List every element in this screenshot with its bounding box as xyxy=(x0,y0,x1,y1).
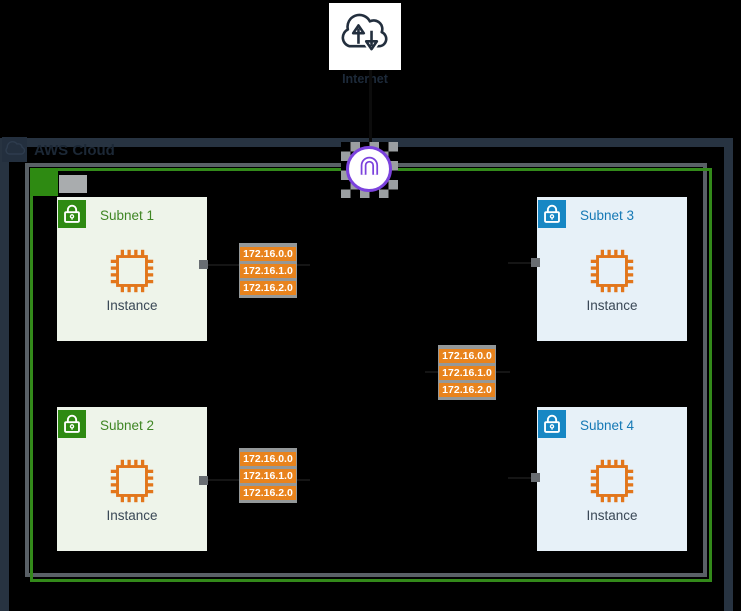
instance-label: Instance xyxy=(106,508,158,523)
subnet-4-box[interactable]: Subnet 4 Instance xyxy=(537,407,687,551)
route-table-1[interactable]: 172.16.0.0 172.16.1.0 172.16.2.0 xyxy=(239,243,297,298)
route-entry: 172.16.1.0 xyxy=(439,366,495,380)
route-entry: 172.16.0.0 xyxy=(439,349,495,363)
private-subnet-lock-icon xyxy=(538,200,566,228)
route-entry: 172.16.0.0 xyxy=(240,452,296,466)
private-subnet-lock-icon xyxy=(58,410,86,438)
gateway-arch-icon xyxy=(352,150,386,189)
connector-line xyxy=(508,262,531,264)
internet-node[interactable] xyxy=(329,3,401,70)
route-table-3[interactable]: 172.16.0.0 172.16.1.0 172.16.2.0 xyxy=(438,345,496,400)
connector-line xyxy=(208,479,240,481)
subnet-1-box[interactable]: Subnet 1 Instance xyxy=(57,197,207,341)
route-entry: 172.16.2.0 xyxy=(240,281,296,295)
subnet-3-box[interactable]: Subnet 3 Instance xyxy=(537,197,687,341)
internet-cloud-arrows-icon xyxy=(334,7,396,66)
connector-line xyxy=(508,477,531,479)
vpc-icon xyxy=(30,168,58,196)
vpc-label-box xyxy=(59,175,87,193)
subnet-2-box[interactable]: Subnet 2 Instance xyxy=(57,407,207,551)
connector-handle[interactable] xyxy=(199,260,208,269)
connector-line xyxy=(208,264,240,266)
connector-line xyxy=(297,264,310,266)
instance-label: Instance xyxy=(106,298,158,313)
instance-label: Instance xyxy=(586,298,638,313)
subnet-name: Subnet 4 xyxy=(580,418,635,433)
subnet-name: Subnet 3 xyxy=(580,208,635,223)
private-subnet-lock-icon xyxy=(538,410,566,438)
connector-handle[interactable] xyxy=(531,473,540,482)
connector-line xyxy=(297,479,310,481)
internet-gateway-node[interactable] xyxy=(346,146,392,192)
internet-gateway-connector xyxy=(369,70,372,148)
connector-line xyxy=(425,371,438,373)
internet-label: Internet xyxy=(342,72,388,86)
connector-handle[interactable] xyxy=(199,476,208,485)
route-entry: 172.16.1.0 xyxy=(240,469,296,483)
route-entry: 172.16.0.0 xyxy=(240,247,296,261)
instance-label: Instance xyxy=(586,508,638,523)
private-subnet-lock-icon xyxy=(58,200,86,228)
connector-handle[interactable] xyxy=(531,258,540,267)
ec2-instance-icon[interactable] xyxy=(585,454,639,513)
aws-cloud-icon xyxy=(2,137,27,162)
ec2-instance-icon[interactable] xyxy=(585,244,639,303)
ec2-instance-icon[interactable] xyxy=(105,454,159,513)
aws-cloud-label: AWS Cloud xyxy=(34,142,115,159)
subnet-name: Subnet 1 xyxy=(100,208,155,223)
route-table-2[interactable]: 172.16.0.0 172.16.1.0 172.16.2.0 xyxy=(239,448,297,503)
ec2-instance-icon[interactable] xyxy=(105,244,159,303)
route-entry: 172.16.2.0 xyxy=(439,383,495,397)
subnet-name: Subnet 2 xyxy=(100,418,155,433)
route-entry: 172.16.2.0 xyxy=(240,486,296,500)
route-entry: 172.16.1.0 xyxy=(240,264,296,278)
connector-line xyxy=(496,371,510,373)
